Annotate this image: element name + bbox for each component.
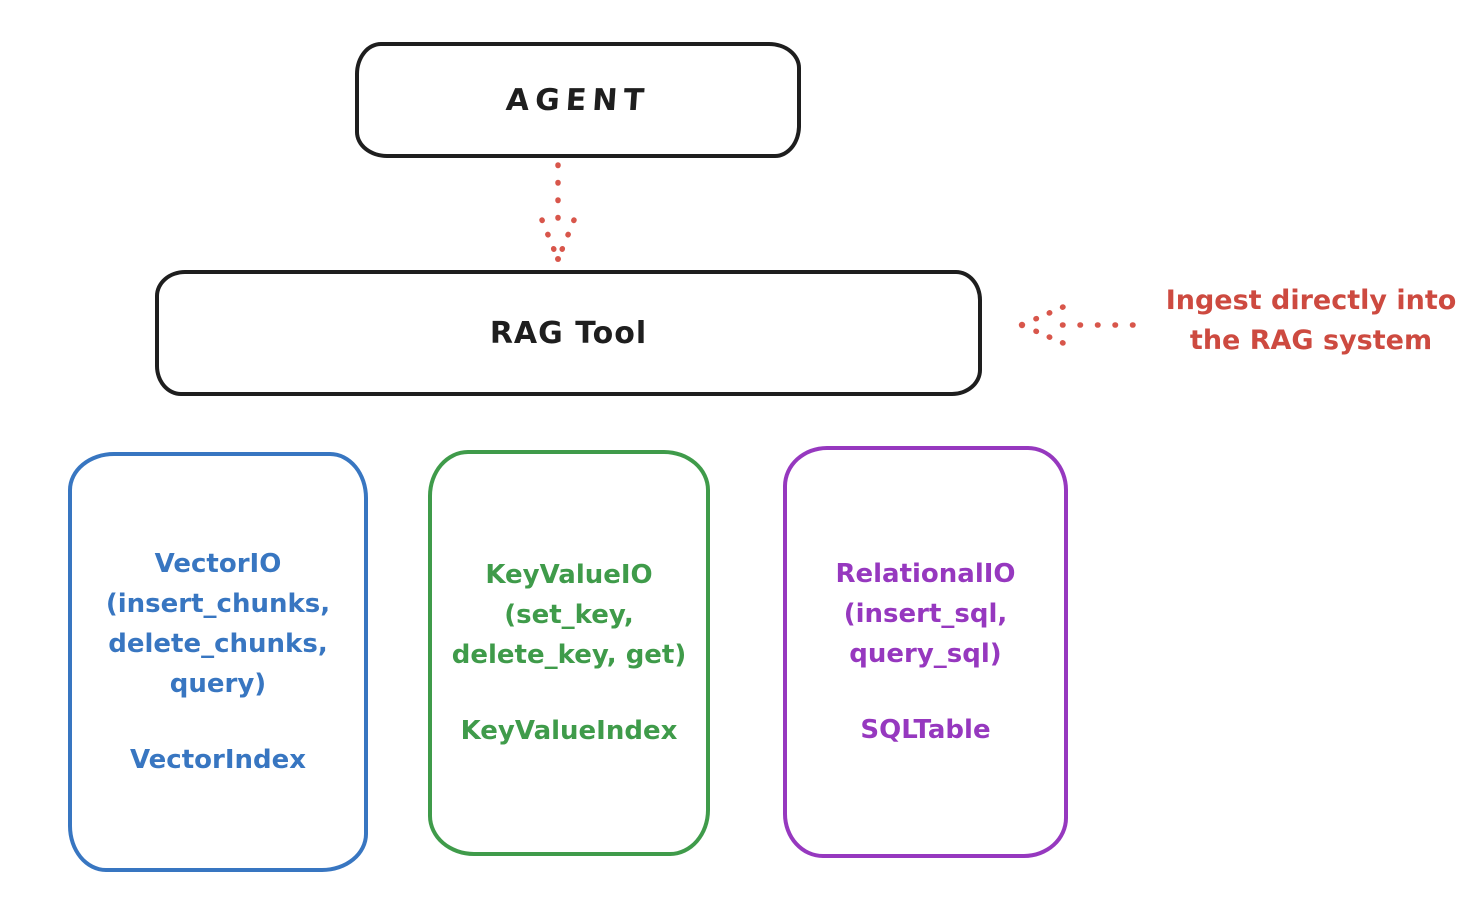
vector-index-label: VectorIndex [129,745,307,775]
relational-io-node: RelationalIO (insert_sql, query_sql) SQL… [783,446,1068,858]
vector-io-methods: VectorIO (insert_chunks, delete_chunks, … [105,549,331,699]
rag-tool-node: RAG Tool [155,270,982,396]
vector-io-node: VectorIO (insert_chunks, delete_chunks, … [68,452,368,872]
sql-table-label: SQLTable [860,715,991,745]
ingest-annotation: Ingest directly into the RAG system [1165,285,1457,356]
ingest-dotted-arrow-icon [1018,304,1136,346]
rag-tool-label: RAG Tool [489,315,648,351]
agent-label: AGENT [504,82,652,118]
keyvalue-io-node: KeyValueIO (set_key, delete_key, get) Ke… [428,450,710,856]
keyvalue-index-label: KeyValueIndex [460,716,678,746]
keyvalue-io-methods: KeyValueIO (set_key, delete_key, get) [451,560,687,670]
agent-to-ragtool-dotted-arrow-icon [539,162,577,262]
agent-node: AGENT [355,42,801,158]
relational-io-methods: RelationalIO (insert_sql, query_sql) [835,559,1016,669]
